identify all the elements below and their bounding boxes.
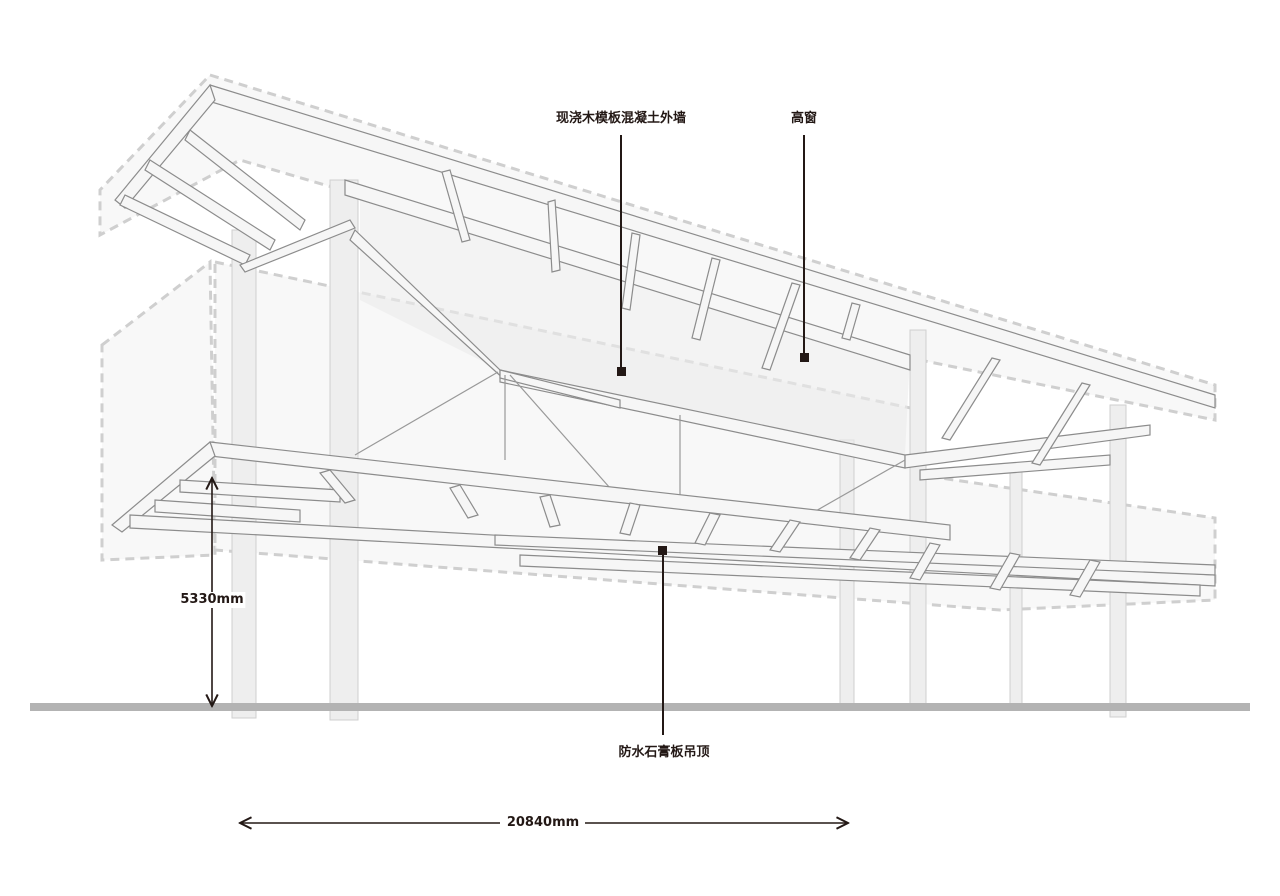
- dimension-span: 20840mm: [504, 815, 582, 831]
- label-exterior-wall: 现浇木模板混凝土外墙: [553, 111, 689, 127]
- clerestory-glazing: [360, 195, 910, 455]
- leader-lines: [617, 135, 809, 735]
- dimension-height: 5330mm: [178, 592, 246, 608]
- label-clerestory-window: 高窗: [788, 111, 820, 127]
- label-gypsum-ceiling: 防水石膏板吊顶: [616, 745, 712, 761]
- ceiling-structure: [111, 440, 1216, 598]
- ground-line: [30, 703, 1250, 711]
- roof-structure: [114, 83, 1216, 481]
